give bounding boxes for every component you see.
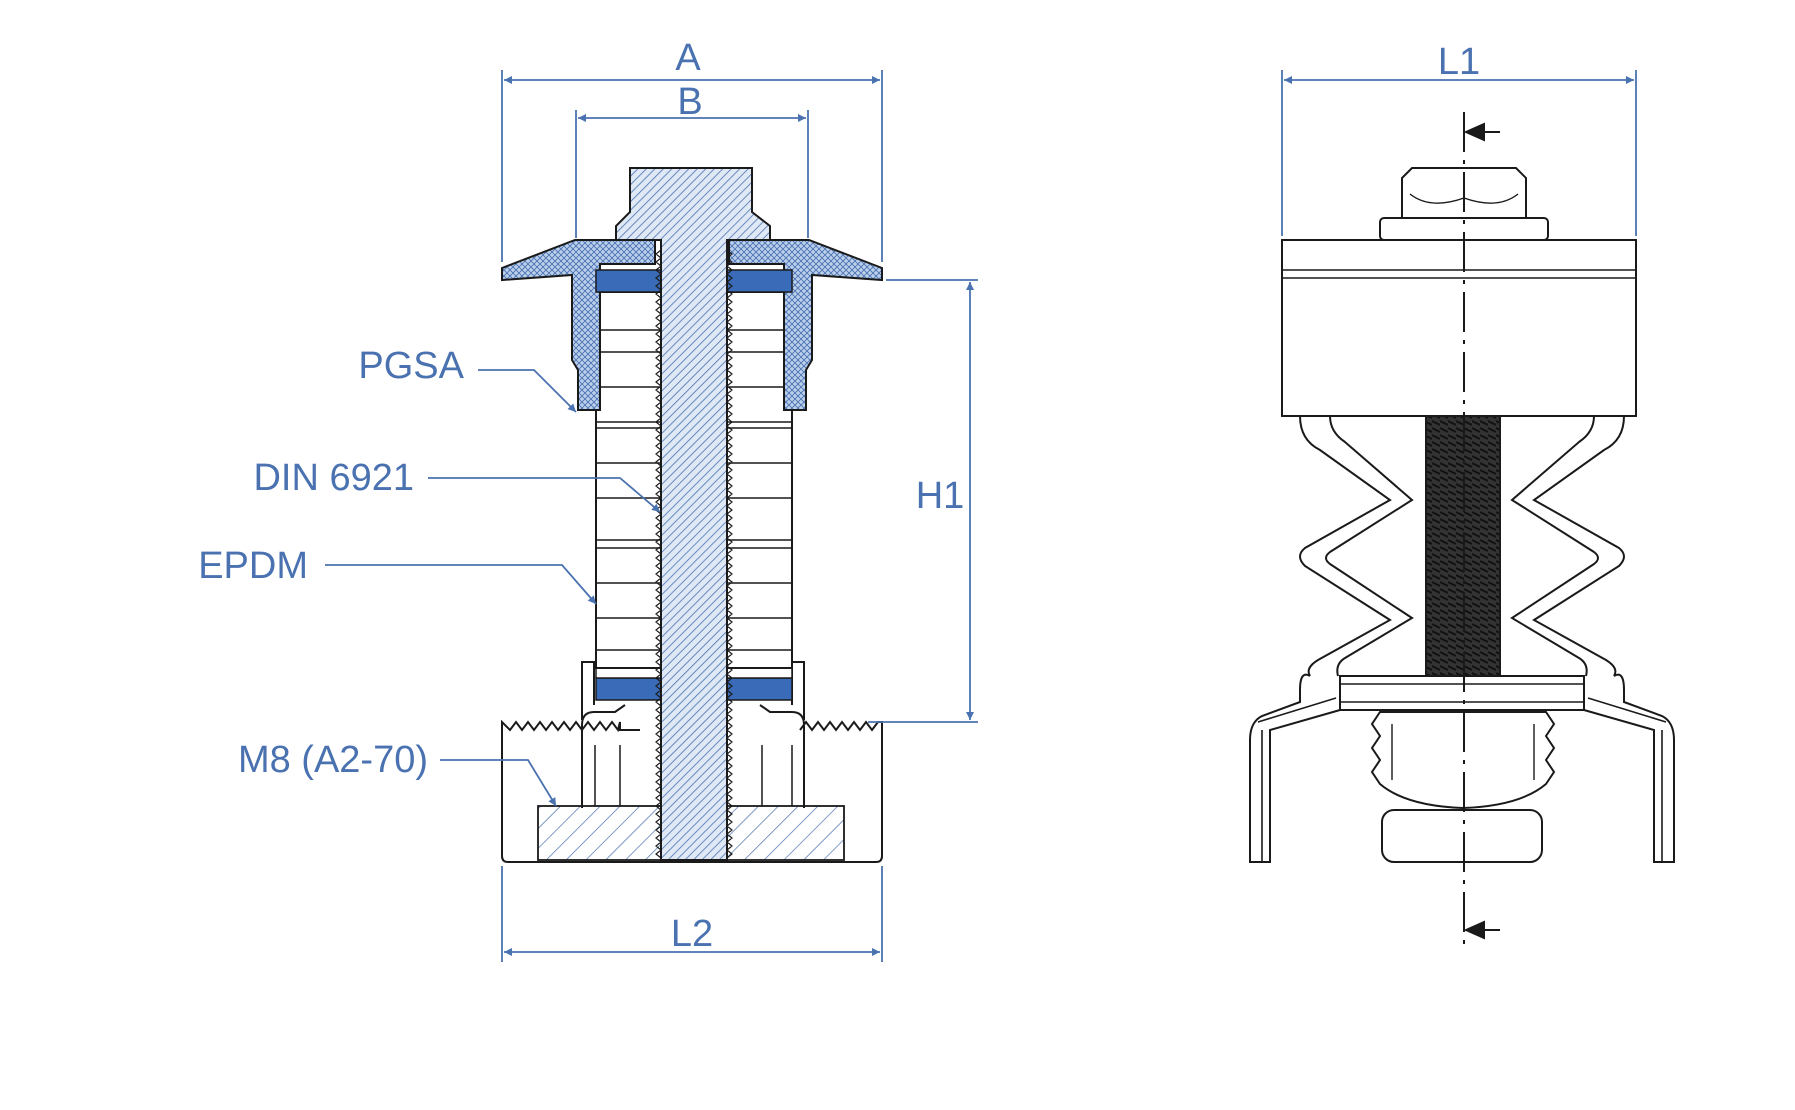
clip-bracket-left (1249, 673, 1341, 863)
bottom-washer-right (726, 677, 793, 701)
bolt-section (615, 167, 771, 861)
top-block (1281, 239, 1637, 417)
dimensions-left (501, 70, 978, 962)
clip-bracket-left-inner (1257, 697, 1337, 862)
bellows-left (1299, 415, 1392, 677)
top-block-groove (1282, 269, 1636, 279)
dim-label-b: B (677, 81, 702, 123)
bellows-left-inner (1325, 415, 1414, 677)
dim-label-a: A (675, 37, 701, 79)
callout-din-6921: DIN 6921 (253, 457, 414, 499)
section-view: A B H1 L2 PGSA DIN 6921 EPDM M8 (A2-70) (198, 37, 978, 962)
callout-leaders (325, 369, 661, 807)
t-bolt-head (1381, 809, 1543, 863)
clip-plate (1339, 675, 1585, 711)
top-washer-right (726, 269, 793, 293)
section-arrows (1463, 122, 1500, 940)
bolt-thread-left (655, 249, 662, 859)
dim-label-l1: L1 (1438, 41, 1480, 83)
bottom-washer-left (595, 677, 662, 701)
clip-bracket-right-inner (1587, 697, 1667, 862)
dim-label-h1: H1 (916, 475, 965, 517)
lower-nut-lines (1391, 724, 1535, 780)
clip-bracket-right (1583, 673, 1675, 863)
clip-plate-lines (1340, 683, 1584, 703)
side-view: L1 (1249, 41, 1675, 952)
callout-pgsa: PGSA (358, 345, 464, 387)
callout-m8-a2-70: M8 (A2-70) (238, 739, 428, 781)
top-washer-left (595, 269, 662, 293)
dimension-l1 (1281, 70, 1637, 236)
bellows-right-inner (1510, 415, 1599, 677)
bellows-right (1532, 415, 1625, 677)
callout-epdm: EPDM (198, 545, 308, 587)
bolt-thread-right (726, 249, 733, 859)
lower-bracket-left (581, 704, 626, 808)
lower-bracket-right (759, 704, 805, 808)
dim-label-l2: L2 (671, 913, 713, 955)
upper-bracket-left (581, 661, 595, 720)
